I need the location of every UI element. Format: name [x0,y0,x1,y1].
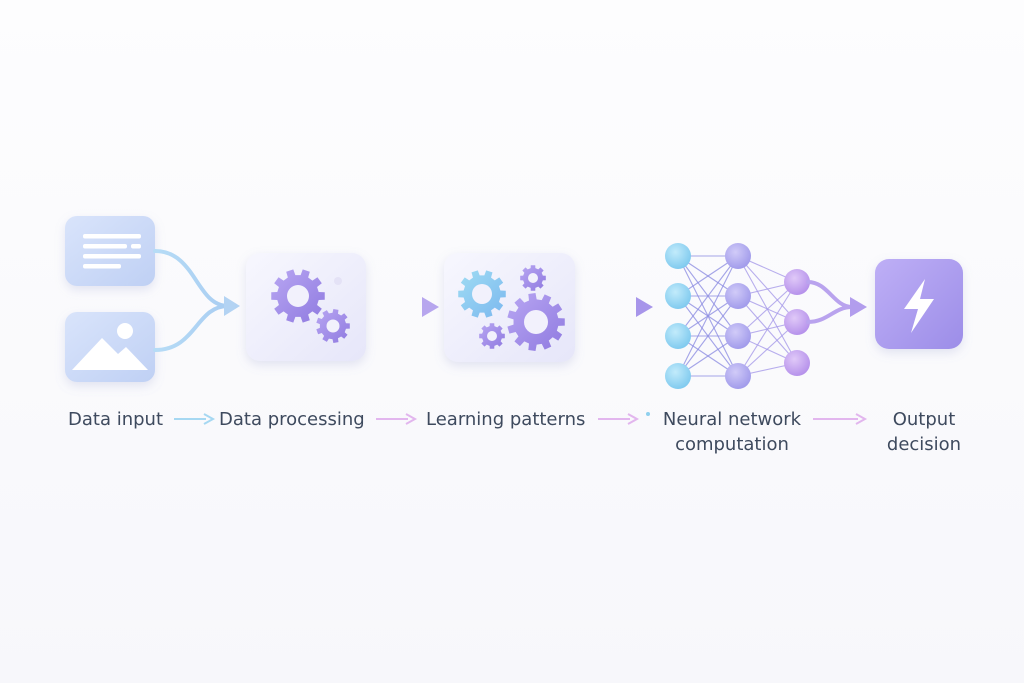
gear [479,323,505,349]
stage-label-line: decision [886,434,962,455]
network-edge [677,255,739,337]
text-document-icon [83,234,141,269]
network-node [725,283,751,309]
network-edge [677,255,739,377]
network-nodes [665,243,810,389]
network-edge [677,295,739,377]
gear [458,270,506,318]
gear [316,309,350,343]
network-edge [737,321,798,377]
data-input-image-card [65,312,155,382]
label-arrow-2 [376,413,418,425]
image-icon [72,323,148,370]
learning-to-network-arrow [575,297,653,317]
network-node [784,350,810,376]
network-connections [677,255,798,377]
network-node [725,243,751,269]
gear [520,265,546,291]
label-arrow-1 [174,413,216,425]
network-edge [737,281,798,337]
input-merge-arrow [153,249,240,352]
stage-label-data-processing: Data processing [219,407,365,432]
lightning-bolt-icon [904,279,934,333]
gears-icon [271,269,350,343]
label-arrow-4 [813,413,868,425]
network-node [784,309,810,335]
output-decision-card [875,259,963,349]
network-node [665,283,691,309]
network-to-output-arrow [806,280,867,324]
gear [507,293,565,351]
stage-label-line: Learning patterns [426,409,586,430]
network-node [725,363,751,389]
learning-patterns-card [444,253,575,362]
network-node [665,323,691,349]
network-node [725,323,751,349]
gears-icon [458,265,565,351]
stage-label-line: computation [675,434,789,455]
network-edge [737,281,798,377]
stage-label-output-decision: Output decision [872,407,976,457]
data-processing-card [246,253,366,361]
label-arrow-3 [598,412,650,425]
stage-label-neural-network: Neural network computation [655,407,809,457]
network-node [784,269,810,295]
stage-label-data-input: Data input [68,407,163,432]
stage-label-line: Neural network [662,409,802,430]
data-input-text-card [65,216,155,286]
stage-label-learning-patterns: Learning patterns [426,407,585,432]
stage-label-line: Output [892,409,956,430]
stage-label-line: Data processing [219,409,365,430]
processing-to-learning-arrow [366,297,439,317]
gear [271,269,325,323]
stage-label-line: Data input [68,409,164,430]
network-node [665,363,691,389]
neural-network-icon [665,243,810,389]
network-node [665,243,691,269]
